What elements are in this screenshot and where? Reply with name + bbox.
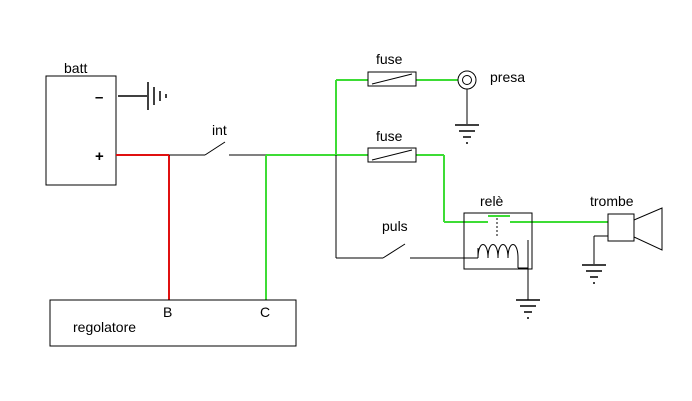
terminal-c-label: C [260,304,270,320]
regolatore-box [49,299,297,347]
trombe-label: trombe [590,193,634,209]
coil-icon [466,218,529,300]
fuse-top [367,71,417,87]
ground-icon [455,124,479,144]
fuse-top-label: fuse [376,51,403,67]
ground-icon [516,299,540,319]
puls-label: puls [382,218,408,234]
int-label: int [212,122,227,138]
presa-label: presa [490,69,525,85]
ground-icon [582,264,606,284]
socket-icon [457,70,477,124]
ground-icon [118,82,167,110]
fuse-mid [367,147,417,163]
puls-switch [335,155,466,259]
horn-icon [607,207,663,251]
relay-box [463,212,533,270]
terminal-b-label: B [163,304,172,320]
positive-wire [116,154,170,300]
rele-label: relè [480,193,504,209]
battery-box [45,75,117,186]
trombe-ground-wire [593,235,608,264]
battery-minus-label: – [95,89,103,106]
battery-plus-label: + [95,148,104,165]
battery-label: batt [64,60,87,76]
int-switch [169,141,266,156]
fuse-mid-label: fuse [376,128,403,144]
switched-wire [265,79,608,300]
regolatore-label: regolatore [73,319,136,335]
